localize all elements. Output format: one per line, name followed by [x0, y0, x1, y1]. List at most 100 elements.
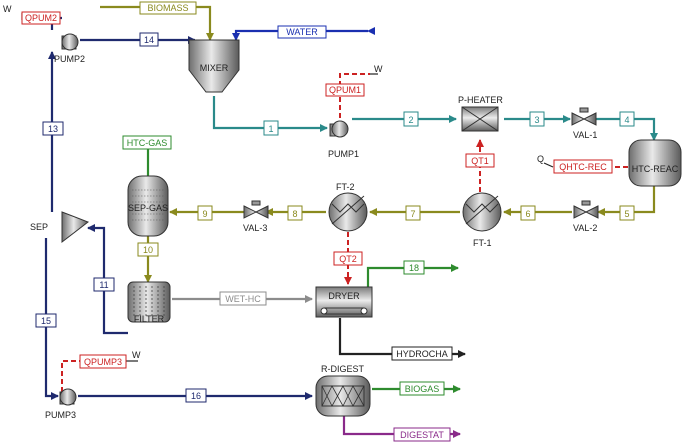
mixer-block[interactable]: MIXER	[188, 39, 240, 93]
dryer-label: DRYER	[328, 291, 360, 301]
w-pump3-label: W	[132, 350, 141, 360]
sepgas-block[interactable]: SEP-GAS	[127, 175, 169, 237]
svg-text:11: 11	[99, 280, 108, 290]
val1-block[interactable]: VAL-1	[571, 107, 597, 140]
stream-10-tag[interactable]: 10	[137, 242, 159, 257]
svg-text:8: 8	[292, 209, 297, 219]
stream-4-line[interactable]	[596, 117, 658, 141]
pump3-block[interactable]: PUMP3	[45, 388, 77, 420]
stream-6-tag[interactable]: 6	[520, 205, 536, 221]
svg-text:QT2: QT2	[339, 254, 357, 264]
svg-text:3: 3	[534, 115, 539, 125]
qt2-tag[interactable]: QT2	[333, 251, 363, 266]
svg-text:QPUM1: QPUM1	[329, 85, 361, 95]
pump1-label: PUMP1	[328, 149, 359, 159]
stream-7-tag[interactable]: 7	[405, 205, 421, 221]
biomass-tag[interactable]: BIOMASS	[139, 1, 197, 15]
stream-2-tag[interactable]: 2	[403, 111, 419, 127]
wethc-tag[interactable]: WET-HC	[219, 291, 267, 306]
svg-text:4: 4	[624, 115, 629, 125]
pump1-block[interactable]: PUMP1	[328, 120, 359, 159]
val3-block[interactable]: VAL-3	[243, 200, 269, 233]
w-pump1-label: W	[374, 64, 383, 74]
stream-13-tag[interactable]: 13	[42, 121, 64, 136]
qpum2-tag[interactable]: QPUM2	[21, 11, 61, 25]
stream-11-tag[interactable]: 11	[93, 277, 115, 292]
svg-text:DIGESTAT: DIGESTAT	[400, 430, 444, 440]
stream-5-line[interactable]	[597, 186, 656, 216]
svg-text:10: 10	[143, 245, 153, 255]
svg-text:2: 2	[408, 115, 413, 125]
htcreac-block[interactable]: HTC-REAC	[628, 139, 682, 187]
sep-label: SEP	[30, 222, 48, 232]
svg-text:18: 18	[409, 263, 419, 273]
stream-4-tag[interactable]: 4	[619, 111, 635, 127]
stream-16-tag[interactable]: 16	[185, 388, 207, 403]
work-qpum1-line[interactable]	[339, 73, 370, 118]
stream-biomass-line[interactable]	[100, 5, 214, 41]
mixer-label: MIXER	[200, 63, 229, 73]
pheater-block[interactable]: P-HEATER	[458, 95, 503, 132]
stream-15-line[interactable]	[44, 238, 59, 400]
rdigest-block[interactable]: R-DIGEST	[315, 364, 371, 417]
stream-5-tag[interactable]: 5	[619, 205, 635, 221]
stream-8-tag[interactable]: 8	[287, 205, 303, 221]
biogas-tag[interactable]: BIOGAS	[399, 381, 445, 396]
svg-text:HYDROCHA: HYDROCHA	[396, 349, 448, 359]
svg-text:WATER: WATER	[286, 27, 318, 37]
filter-block[interactable]: FILTER	[127, 281, 171, 324]
stream-9-tag[interactable]: 9	[197, 205, 213, 221]
svg-text:13: 13	[48, 124, 58, 134]
sep-block[interactable]: SEP	[30, 211, 90, 244]
svg-text:WET-HC: WET-HC	[225, 294, 261, 304]
ft1-label: FT-1	[473, 238, 492, 248]
val2-label: VAL-2	[573, 223, 597, 233]
svg-text:16: 16	[191, 391, 201, 401]
svg-text:15: 15	[41, 316, 51, 326]
svg-text:QPUMP3: QPUMP3	[84, 357, 122, 367]
stream-15-tag[interactable]: 15	[35, 313, 57, 328]
pheater-label: P-HEATER	[458, 95, 503, 105]
stream-1-line[interactable]	[212, 96, 328, 132]
filter-label: FILTER	[134, 314, 165, 324]
qhtcrec-tag[interactable]: QHTC-REC	[553, 159, 613, 174]
heat-htc-terminal	[543, 162, 554, 168]
val3-label: VAL-3	[243, 223, 267, 233]
stream-18-tag[interactable]: 18	[403, 260, 425, 275]
pump2-label: PUMP2	[54, 54, 85, 64]
svg-text:BIOGAS: BIOGAS	[405, 384, 440, 394]
ft1-block[interactable]: FT-1	[462, 192, 502, 248]
q-htc-label: Q	[537, 154, 544, 164]
ft2-block[interactable]: FT-2	[328, 182, 368, 232]
val2-block[interactable]: VAL-2	[573, 200, 599, 233]
ft2-label: FT-2	[336, 182, 355, 192]
sepgas-label: SEP-GAS	[128, 203, 168, 213]
stream-18-line[interactable]	[366, 264, 459, 287]
qt1-tag[interactable]: QT1	[465, 153, 495, 168]
qpump3-tag[interactable]: QPUMP3	[79, 354, 127, 369]
svg-text:7: 7	[410, 209, 415, 219]
val1-label: VAL-1	[573, 130, 597, 140]
stream-14-tag[interactable]: 14	[139, 32, 159, 47]
svg-text:QPUM2: QPUM2	[25, 13, 57, 23]
htcreac-label: HTC-REAC	[632, 164, 679, 174]
pump2-block[interactable]: PUMP2	[54, 33, 85, 64]
stream-3-tag[interactable]: 3	[529, 111, 545, 127]
svg-text:HTC-GAS: HTC-GAS	[127, 138, 168, 148]
svg-text:5: 5	[624, 209, 629, 219]
htcgas-tag[interactable]: HTC-GAS	[122, 135, 172, 150]
svg-text:QT1: QT1	[471, 156, 489, 166]
svg-text:9: 9	[202, 209, 207, 219]
hydrocha-tag[interactable]: HYDROCHA	[391, 346, 453, 361]
stream-1-tag[interactable]: 1	[263, 120, 279, 136]
w-pump2-label: W	[3, 4, 12, 14]
water-tag[interactable]: WATER	[277, 25, 327, 39]
digestat-tag[interactable]: DIGESTAT	[393, 427, 451, 442]
svg-text:1: 1	[268, 124, 273, 134]
dryer-block[interactable]: DRYER	[315, 286, 373, 318]
rdigest-label: R-DIGEST	[321, 364, 365, 374]
svg-text:QHTC-REC: QHTC-REC	[559, 162, 607, 172]
qpum1-tag[interactable]: QPUM1	[325, 83, 365, 97]
work-qpump3-line[interactable]	[61, 360, 88, 392]
